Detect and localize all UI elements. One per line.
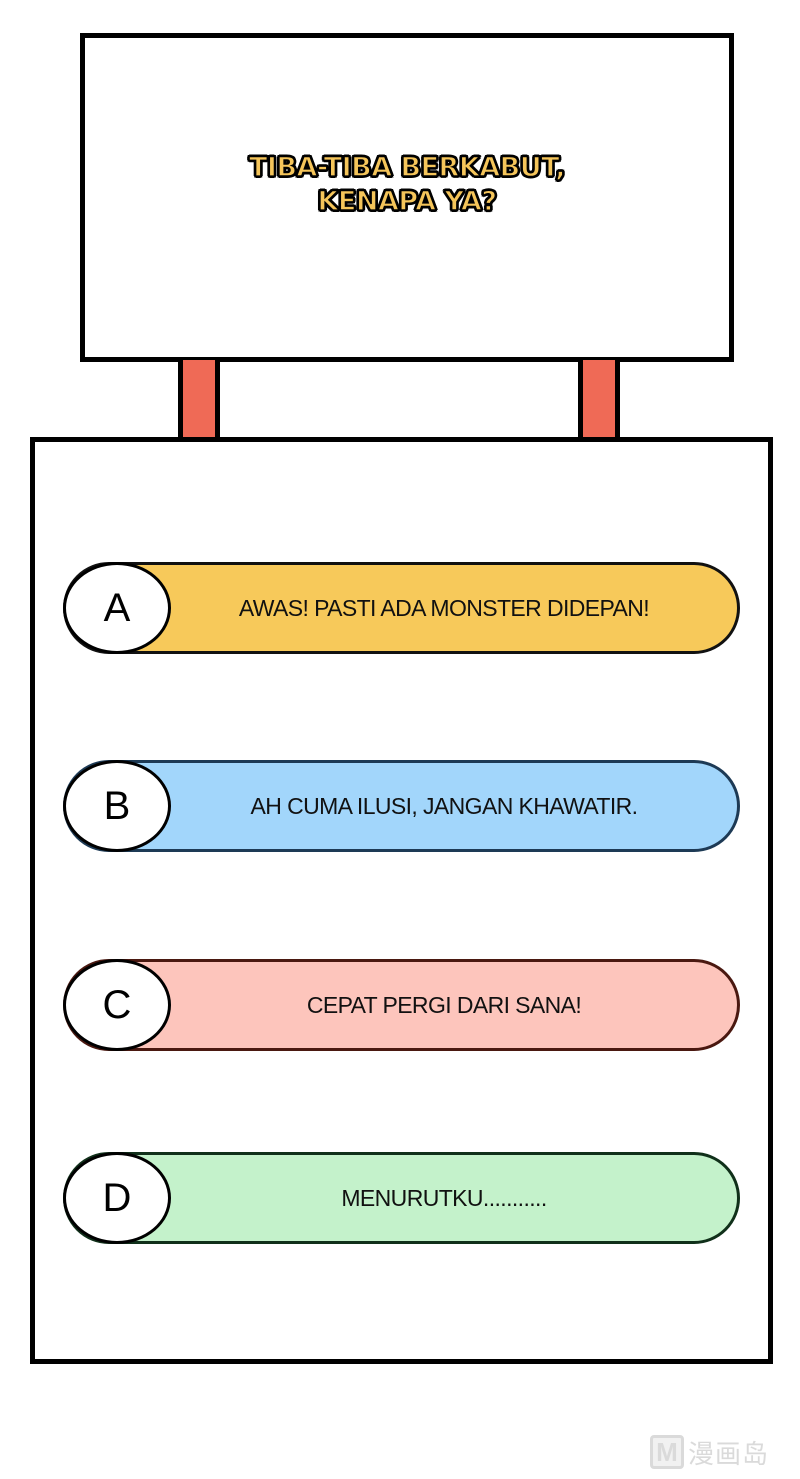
watermark-text: 漫画岛 [688,1439,770,1470]
answer-option-a[interactable]: A AWAS! PASTI ADA MONSTER DIDEPAN! [63,562,740,654]
option-text: AWAS! PASTI ADA MONSTER DIDEPAN! [238,594,650,621]
option-letter-badge: C [63,959,171,1051]
answer-option-d[interactable]: D MENURUTKU........... [63,1152,740,1244]
answer-option-b[interactable]: B AH CUMA ILUSI, JANGAN KHAWATIR. [63,760,740,852]
sign-post-left [178,360,220,437]
option-text: AH CUMA ILUSI, JANGAN KHAWATIR. [250,792,639,819]
watermark-logo-icon: M [650,1435,684,1469]
question-title: TIBA-TIBA BERKABUT, KENAPA YA? [248,151,566,217]
option-text: MENURUTKU........... [341,1184,547,1211]
watermark: M 漫画岛 [650,1432,800,1472]
option-letter-badge: A [63,562,171,654]
option-letter-badge: D [63,1152,171,1244]
answer-option-c[interactable]: C CEPAT PERGI DARI SANA! [63,959,740,1051]
option-text: CEPAT PERGI DARI SANA! [306,991,582,1018]
question-sign: TIBA-TIBA BERKABUT, KENAPA YA? [80,33,734,362]
option-letter-badge: B [63,760,171,852]
sign-post-right [578,360,620,437]
